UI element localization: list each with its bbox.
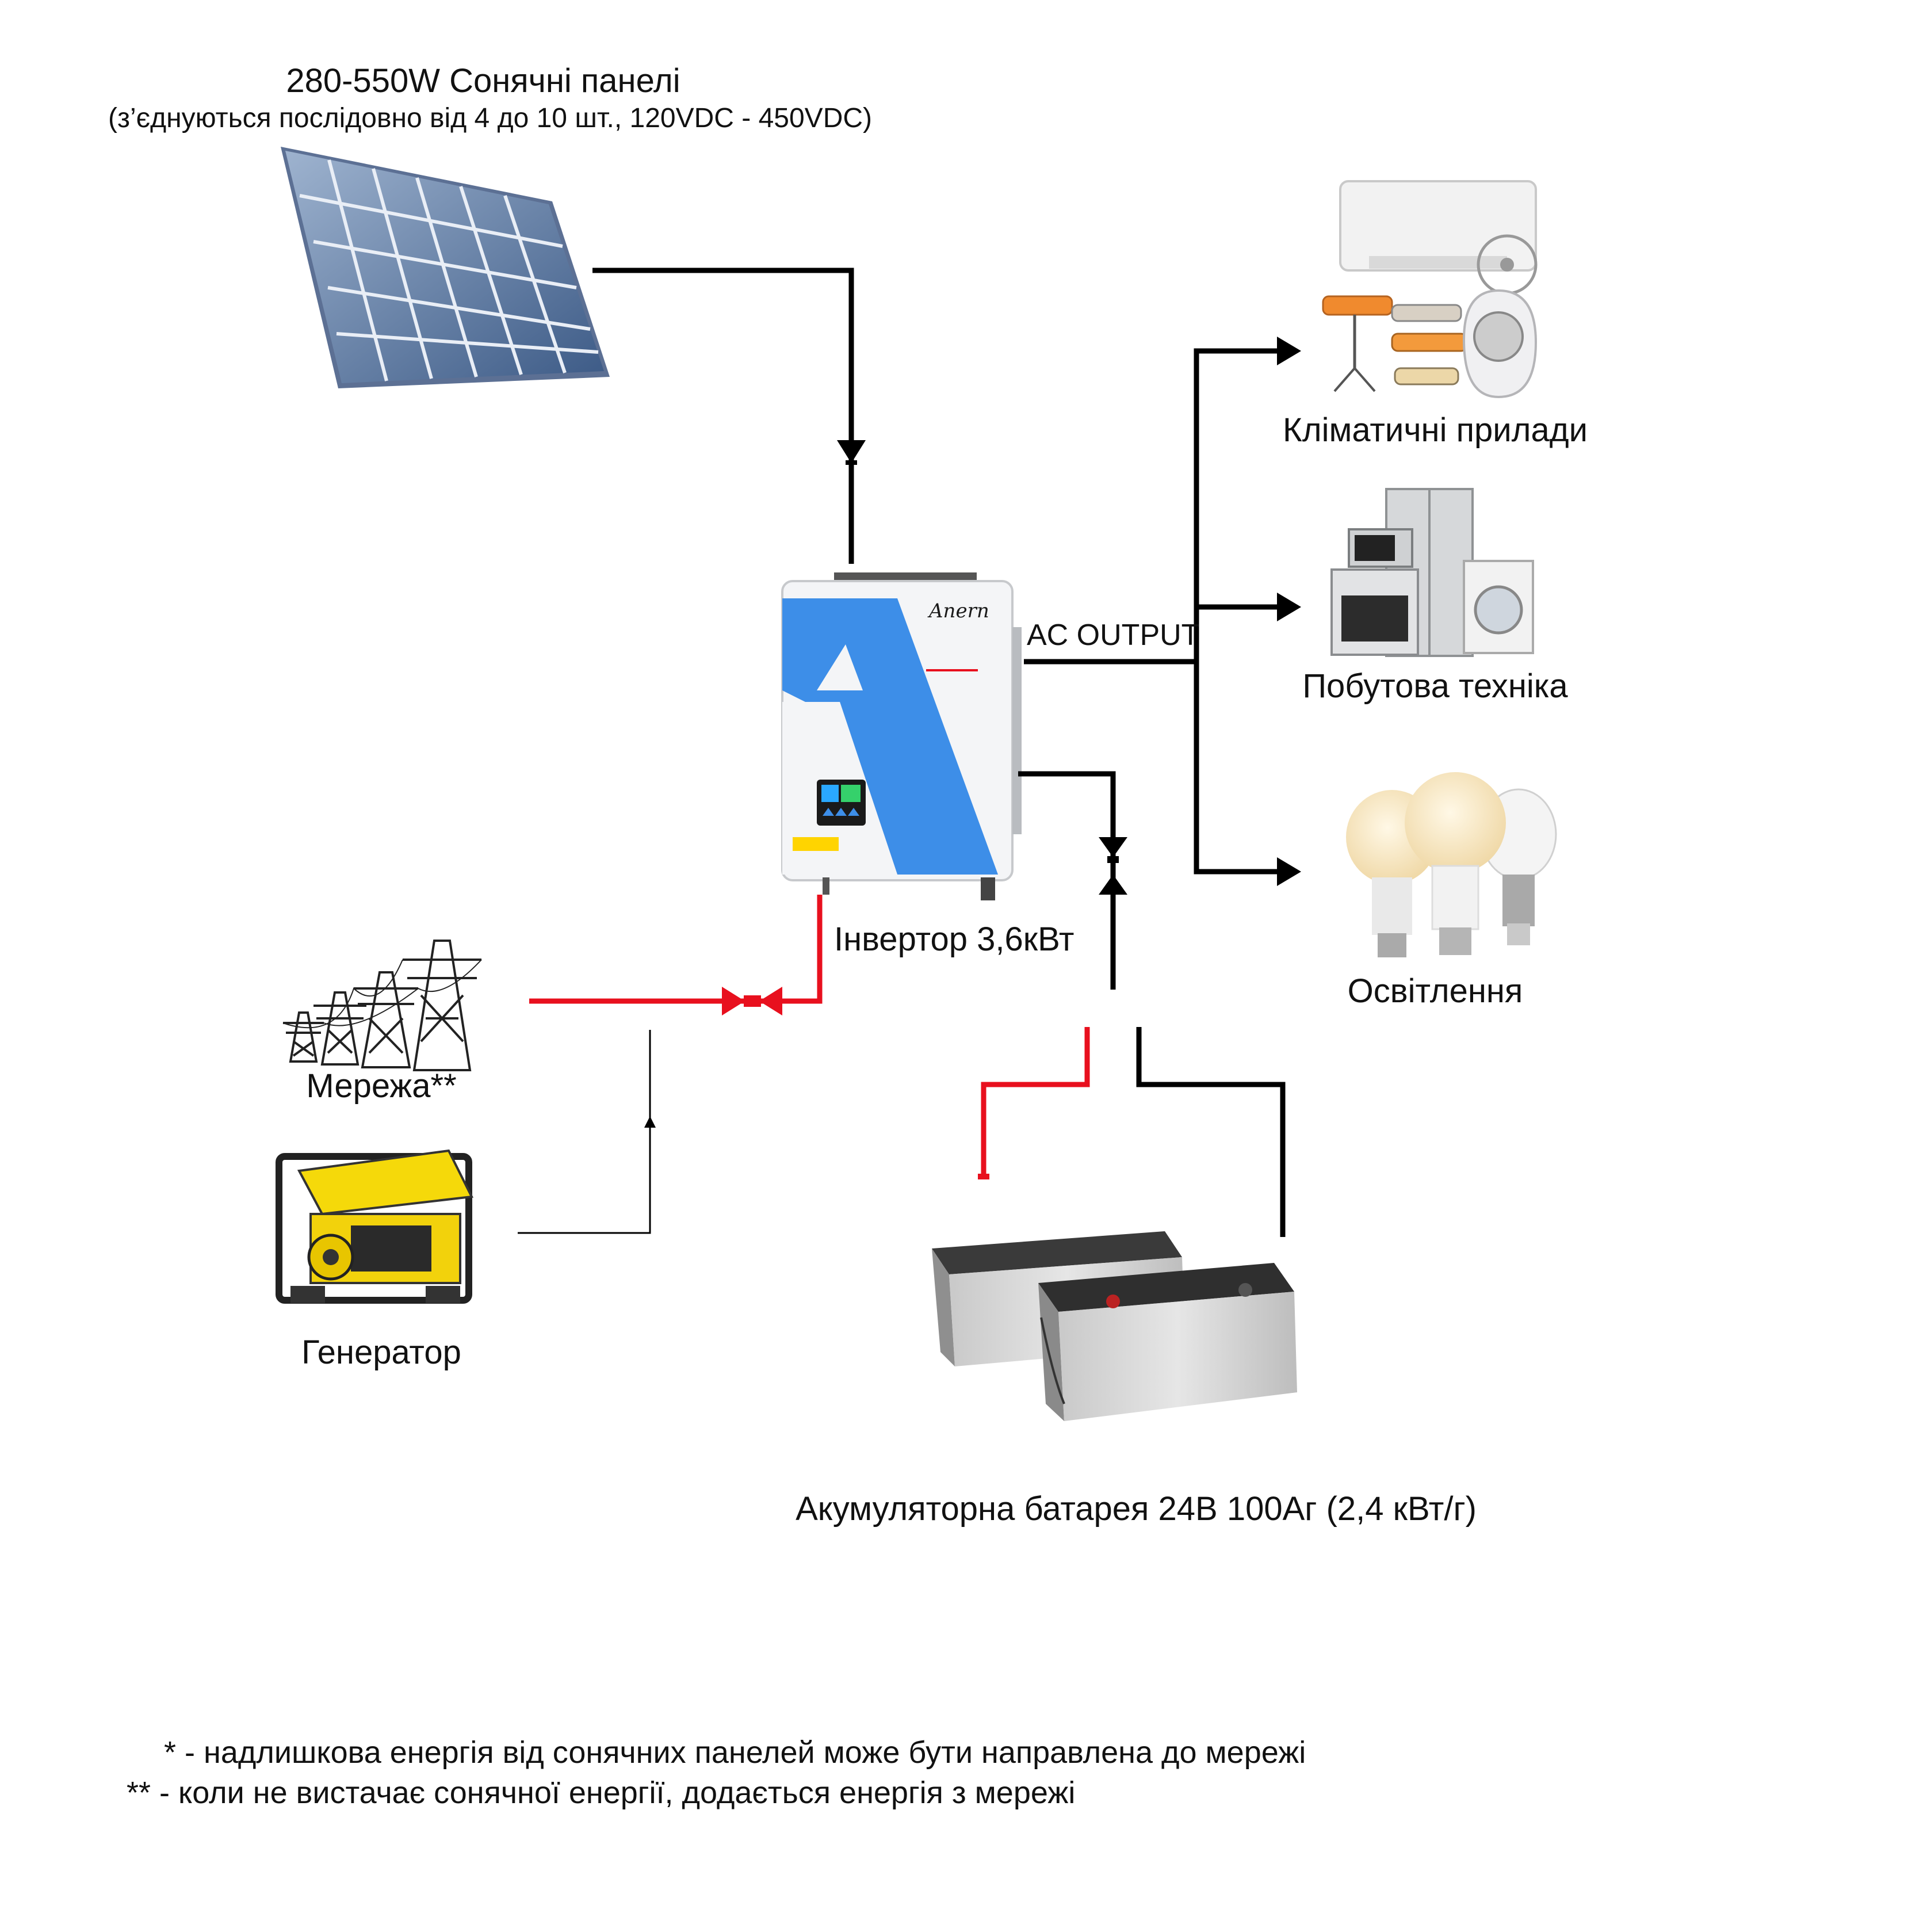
battery-wire <box>1018 771 1116 990</box>
climate-devices-label: Кліматичні прилади <box>1283 411 1588 449</box>
inverter-brand: Anern <box>927 600 989 623</box>
solar-panel-icon <box>281 147 610 388</box>
ac-output-label: AC OUTPUT <box>1027 618 1200 652</box>
output-arrow-icons <box>1277 337 1301 886</box>
generator-wire <box>518 1030 651 1234</box>
battery-arrows-icon <box>1099 837 1127 895</box>
footnote-2: ** - коли не вистачає сонячної енергії, … <box>127 1776 1076 1810</box>
solar-arrow-icon <box>837 440 866 465</box>
generator-label: Генератор <box>301 1334 461 1371</box>
solar-panel-subtitle: (з’єднуються послідовно від 4 до 10 шт.,… <box>108 103 873 133</box>
light-bulbs-icon <box>1346 772 1557 957</box>
footnote-1: * - надлишкова енергія від сонячних пане… <box>147 1735 1306 1770</box>
battery-icon <box>932 1231 1297 1421</box>
ac-output-wires <box>1024 348 1288 875</box>
inverter-icon: Anern <box>781 572 1022 900</box>
battery-terminal-wires <box>981 1027 1286 1237</box>
battery-label: Акумуляторна батарея 24В 100Аг (2,4 кВт/… <box>796 1490 1477 1528</box>
inverter-label: Інвертор 3,6кВт <box>834 921 1075 958</box>
household-appliances-icon <box>1330 488 1534 657</box>
grid-wire <box>529 895 823 1004</box>
air-conditioner-heater-icon <box>1322 180 1538 399</box>
battery-positive-terminal <box>978 1174 989 1179</box>
lighting-label: Освітлення <box>1347 972 1523 1010</box>
grid-label: Мережа** <box>306 1067 457 1105</box>
household-appliances-label: Побутова техніка <box>1302 667 1568 705</box>
generator-icon <box>276 1149 474 1304</box>
grid-arrows-icon <box>722 987 782 1015</box>
generator-arrow-icon <box>644 1116 656 1128</box>
solar-panel-title: 280-550W Сонячні панелі <box>286 62 680 100</box>
power-line-towers-icon <box>282 940 482 1071</box>
solar-wire <box>592 268 854 564</box>
